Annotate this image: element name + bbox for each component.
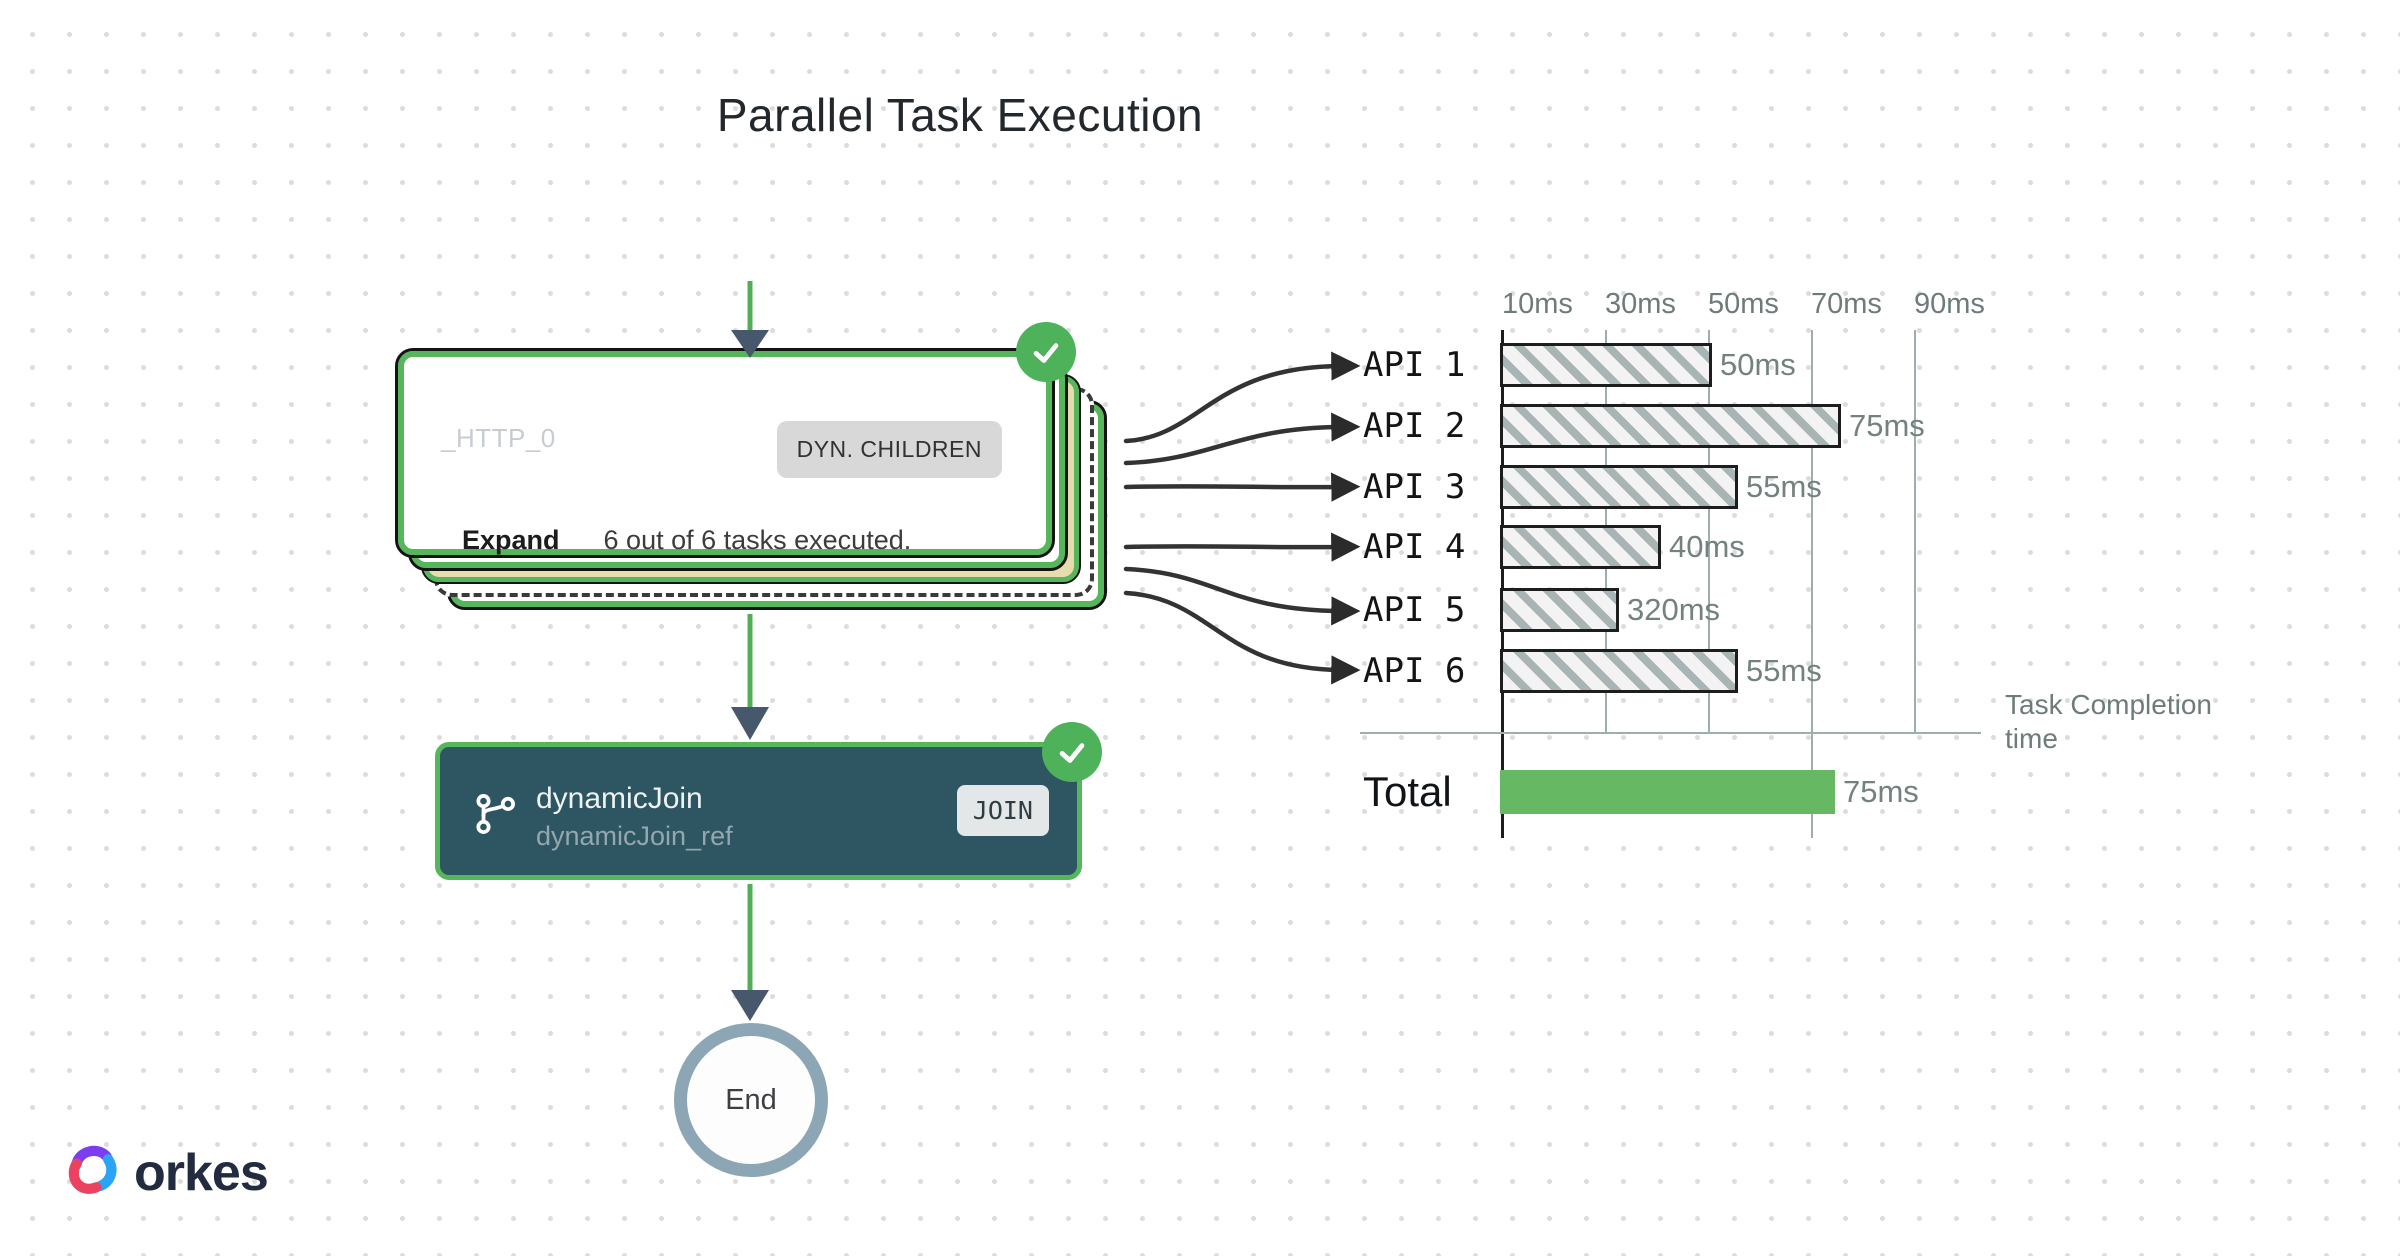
x-tick-label: 30ms <box>1605 288 1676 320</box>
hatched-bar <box>1500 649 1738 693</box>
end-label: End <box>725 1083 777 1116</box>
chart-row: API 3 55ms <box>1363 465 1822 509</box>
join-task-name: dynamicJoin <box>536 782 703 815</box>
hatched-bar <box>1500 588 1619 632</box>
hatched-bar <box>1500 525 1661 569</box>
chart-total-row: Total 75ms <box>1363 768 1919 815</box>
join-task-ref: dynamicJoin_ref <box>536 821 733 851</box>
hatched-bar <box>1500 343 1712 387</box>
total-value: 75ms <box>1843 774 1919 809</box>
check-icon <box>1016 322 1076 382</box>
join-task-node[interactable]: dynamicJoin dynamicJoin_ref JOIN <box>435 742 1082 880</box>
expand-link[interactable]: Expand <box>462 525 560 555</box>
total-label: Total <box>1363 768 1452 815</box>
row-value: 50ms <box>1720 347 1796 382</box>
gridline <box>1811 330 1813 838</box>
hatched-bar <box>1500 465 1738 509</box>
row-label: API 2 <box>1363 406 1466 446</box>
end-node[interactable]: End <box>674 1023 828 1177</box>
row-label: API 1 <box>1363 345 1466 385</box>
x-tick-label: 50ms <box>1708 288 1779 320</box>
row-value: 75ms <box>1849 408 1925 443</box>
chart-row: API 5 320ms <box>1363 588 1720 632</box>
row-value: 55ms <box>1746 469 1822 504</box>
chart-row: API 1 50ms <box>1363 343 1796 387</box>
chart-row: API 6 55ms <box>1363 649 1822 693</box>
orkes-logo: orkes <box>60 1138 269 1207</box>
chart-row: API 4 40ms <box>1363 525 1745 569</box>
task-status-text: 6 out of 6 tasks executed. <box>603 525 912 555</box>
row-label: API 6 <box>1363 651 1466 691</box>
row-value: 40ms <box>1669 529 1745 564</box>
task-type-badge: DYN. CHILDREN <box>776 421 1002 478</box>
x-tick-label: 10ms <box>1502 288 1573 320</box>
chart-x-axis <box>1360 732 1981 734</box>
total-bar <box>1500 770 1835 814</box>
chart-row: API 2 75ms <box>1363 404 1925 448</box>
gridline <box>1914 330 1916 733</box>
fan-arrows <box>1123 351 1361 685</box>
orkes-logo-icon <box>60 1138 124 1207</box>
task-name: _HTTP_0 <box>441 423 556 453</box>
row-label: API 3 <box>1363 467 1466 507</box>
dynamic-fork-task-card[interactable]: _HTTP_0 DYN. CHILDREN Expand 6 out of 6 t… <box>395 348 1055 558</box>
chart-y-axis <box>1501 330 1504 838</box>
row-value: 55ms <box>1746 653 1822 688</box>
join-type-badge: JOIN <box>956 785 1049 836</box>
row-value: 320ms <box>1627 592 1721 627</box>
orkes-logo-text: orkes <box>134 1143 269 1202</box>
x-axis-title-line1: Task Completion <box>2005 689 2212 720</box>
x-tick-label: 90ms <box>1914 288 1985 320</box>
hatched-bar <box>1500 404 1841 448</box>
page-title: Parallel Task Execution <box>716 89 1204 141</box>
check-icon <box>1042 722 1102 782</box>
x-axis-title: Task Completion time <box>2005 688 2212 756</box>
task-status-row: Expand 6 out of 6 tasks executed. <box>462 525 911 556</box>
x-tick-label: 70ms <box>1811 288 1882 320</box>
row-label: API 4 <box>1363 527 1466 567</box>
fork-join-icon <box>472 791 518 842</box>
x-axis-title-line2: time <box>2005 723 2058 754</box>
gridline <box>1708 330 1710 733</box>
row-label: API 5 <box>1363 590 1466 630</box>
